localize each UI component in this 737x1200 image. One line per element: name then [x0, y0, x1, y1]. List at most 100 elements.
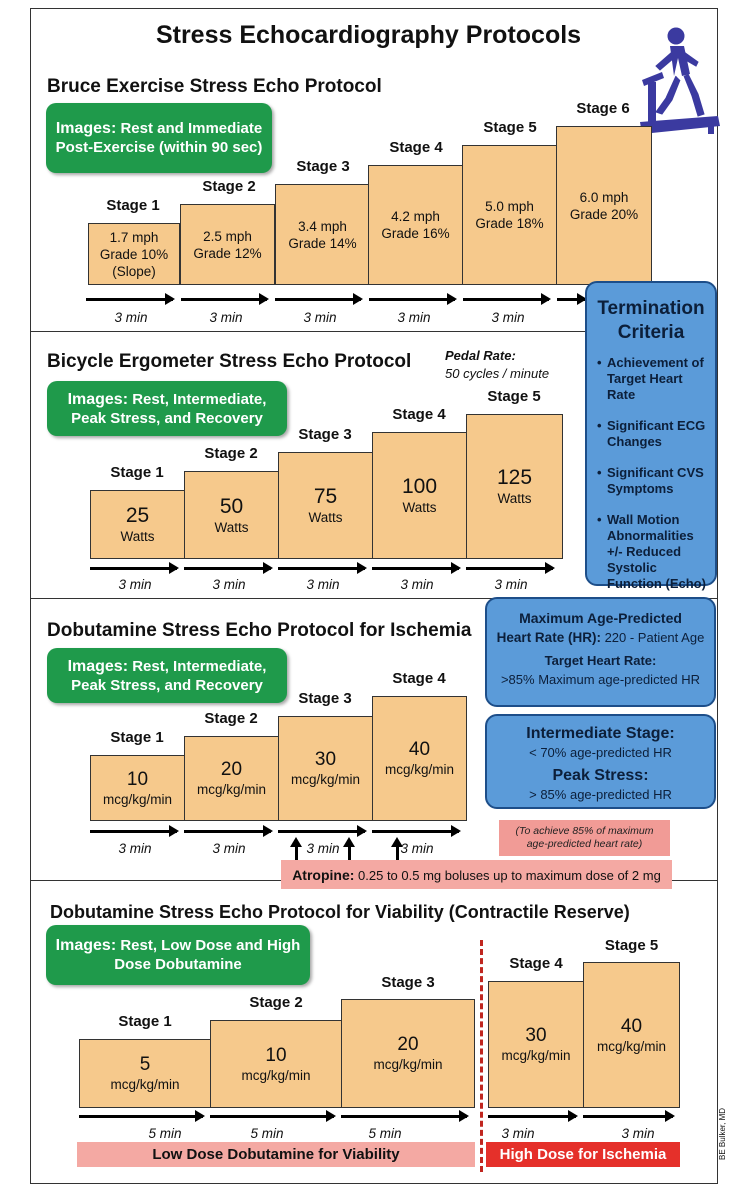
atropine-bar: Atropine: 0.25 to 0.5 mg boluses up to m…	[281, 860, 672, 889]
criteria-item: Achievement of Target Heart Rate	[597, 355, 709, 403]
unit-text: Watts	[402, 499, 436, 516]
stage-label: Stage 3	[278, 690, 372, 707]
max-hr-label: Heart Rate (HR):	[497, 630, 601, 645]
stage-label: Stage 1	[88, 197, 178, 214]
value-text: 100	[402, 475, 437, 499]
duration-label: 3 min	[278, 577, 368, 592]
stage-targets-panel: Intermediate Stage: < 70% age-predicted …	[485, 714, 716, 809]
images-label: Images:	[68, 658, 128, 675]
unit-text: mcg/kg/min	[385, 761, 454, 778]
author-credit: BE Bulker, MD	[718, 1108, 727, 1160]
duration-arrow	[90, 830, 177, 833]
speed-text: 4.2 mph	[391, 208, 440, 225]
duration-label: 3 min	[90, 577, 180, 592]
duration-arrow	[278, 830, 365, 833]
viability-images-box: Images: Rest, Low Dose and High Dose Dob…	[46, 925, 310, 985]
stage-box: 6.0 mph Grade 20%	[556, 126, 652, 285]
stage-box: 2.5 mph Grade 12%	[180, 204, 275, 285]
duration-arrow	[79, 1115, 203, 1118]
atropine-label: Atropine:	[292, 867, 354, 883]
atropine-text: 0.25 to 0.5 mg boluses up to maximum dos…	[358, 868, 661, 883]
stage-label: Stage 5	[463, 119, 557, 136]
duration-label: 3 min	[372, 577, 462, 592]
stage-label: Stage 2	[182, 178, 276, 195]
value-text: 40	[621, 1016, 642, 1038]
duration-label: 3 min	[184, 841, 274, 856]
stage-box: 10 mcg/kg/min	[210, 1020, 342, 1108]
grade-text: Grade 12%	[193, 245, 261, 262]
atropine-arrow	[295, 845, 298, 860]
grade-text: Grade 16%	[381, 225, 449, 242]
speed-text: 6.0 mph	[580, 189, 629, 206]
stage-label: Stage 3	[276, 158, 370, 175]
intermediate-value: < 70% age-predicted HR	[487, 743, 714, 762]
stage-box: 40 mcg/kg/min	[583, 962, 680, 1108]
max-hr-title: Maximum Age-Predicted	[487, 609, 714, 628]
value-text: 20	[221, 759, 242, 781]
stage-box: 5 mcg/kg/min	[79, 1039, 211, 1108]
unit-text: mcg/kg/min	[241, 1067, 310, 1084]
criteria-item: Significant CVS Symptoms	[597, 465, 709, 497]
criteria-item: Significant ECG Changes	[597, 418, 709, 450]
grade-text: Grade 18%	[475, 215, 543, 232]
stage-box: 50 Watts	[184, 471, 279, 559]
stage-box: 125 Watts	[466, 414, 563, 559]
duration-arrow	[90, 567, 177, 570]
grade-text: Grade 20%	[570, 206, 638, 223]
speed-text: 1.7 mph	[110, 229, 159, 246]
duration-label: 5 min	[120, 1126, 210, 1141]
duration-label: 3 min	[372, 841, 462, 856]
duration-label: 3 min	[593, 1126, 683, 1141]
max-hr-formula: 220 - Patient Age	[605, 630, 705, 645]
duration-arrow	[583, 1115, 673, 1118]
stage-label: Stage 1	[90, 729, 184, 746]
stage-label: Stage 2	[184, 710, 278, 727]
unit-text: Watts	[120, 528, 154, 545]
stage-box: 30 mcg/kg/min	[488, 981, 584, 1108]
pedal-rate-label: Pedal Rate:	[445, 348, 516, 363]
stage-box: 25 Watts	[90, 490, 185, 559]
value-text: 10	[127, 769, 148, 791]
duration-label: 3 min	[275, 310, 365, 325]
grade-text: Grade 14%	[288, 235, 356, 252]
stage-label: Stage 1	[90, 464, 184, 481]
low-dose-bar: Low Dose Dobutamine for Viability	[77, 1142, 475, 1167]
stage-box: 5.0 mph Grade 18%	[462, 145, 557, 285]
images-label: Images:	[56, 937, 116, 954]
value-text: 30	[315, 749, 336, 771]
duration-label: 3 min	[369, 310, 459, 325]
value-text: 30	[525, 1025, 546, 1047]
unit-text: mcg/kg/min	[197, 781, 266, 798]
unit-text: mcg/kg/min	[291, 771, 360, 788]
duration-label: 3 min	[184, 577, 274, 592]
criteria-item: Wall Motion Abnormalities +/- Reduced Sy…	[597, 512, 709, 592]
value-text: 125	[497, 466, 532, 490]
stage-label: Stage 1	[79, 1013, 211, 1030]
bicycle-images-box: Images: Rest, Intermediate, Peak Stress,…	[47, 381, 287, 436]
atropine-arrow	[396, 845, 399, 860]
value-text: 5	[140, 1054, 151, 1076]
bruce-images-box: Images: Rest and Immediate Post-Exercise…	[46, 103, 272, 173]
speed-text: 5.0 mph	[485, 198, 534, 215]
stage-box: 75 Watts	[278, 452, 373, 559]
intermediate-title: Intermediate Stage:	[487, 724, 714, 743]
duration-arrow	[341, 1115, 467, 1118]
duration-arrow	[278, 567, 365, 570]
bicycle-title: Bicycle Ergometer Stress Echo Protocol	[47, 351, 411, 373]
termination-criteria-panel: Termination Criteria Achievement of Targ…	[585, 281, 717, 586]
duration-arrow	[86, 298, 173, 301]
speed-text: 2.5 mph	[203, 228, 252, 245]
stage-box: 40 mcg/kg/min	[372, 696, 467, 821]
value-text: 25	[126, 504, 149, 528]
atropine-note: (To achieve 85% of maximum age-predicted…	[499, 820, 670, 856]
heart-rate-panel: Maximum Age-Predicted Heart Rate (HR): 2…	[485, 597, 716, 707]
stage-box: 10 mcg/kg/min	[90, 755, 185, 821]
stage-label: Stage 4	[488, 955, 584, 972]
duration-label: 5 min	[340, 1126, 430, 1141]
value-text: 50	[220, 495, 243, 519]
duration-arrow	[488, 1115, 576, 1118]
duration-label: 3 min	[90, 841, 180, 856]
stage-label: Stage 3	[278, 426, 372, 443]
duration-label: 3 min	[473, 1126, 563, 1141]
termination-list: Achievement of Target Heart Rate Signifi…	[587, 355, 715, 592]
